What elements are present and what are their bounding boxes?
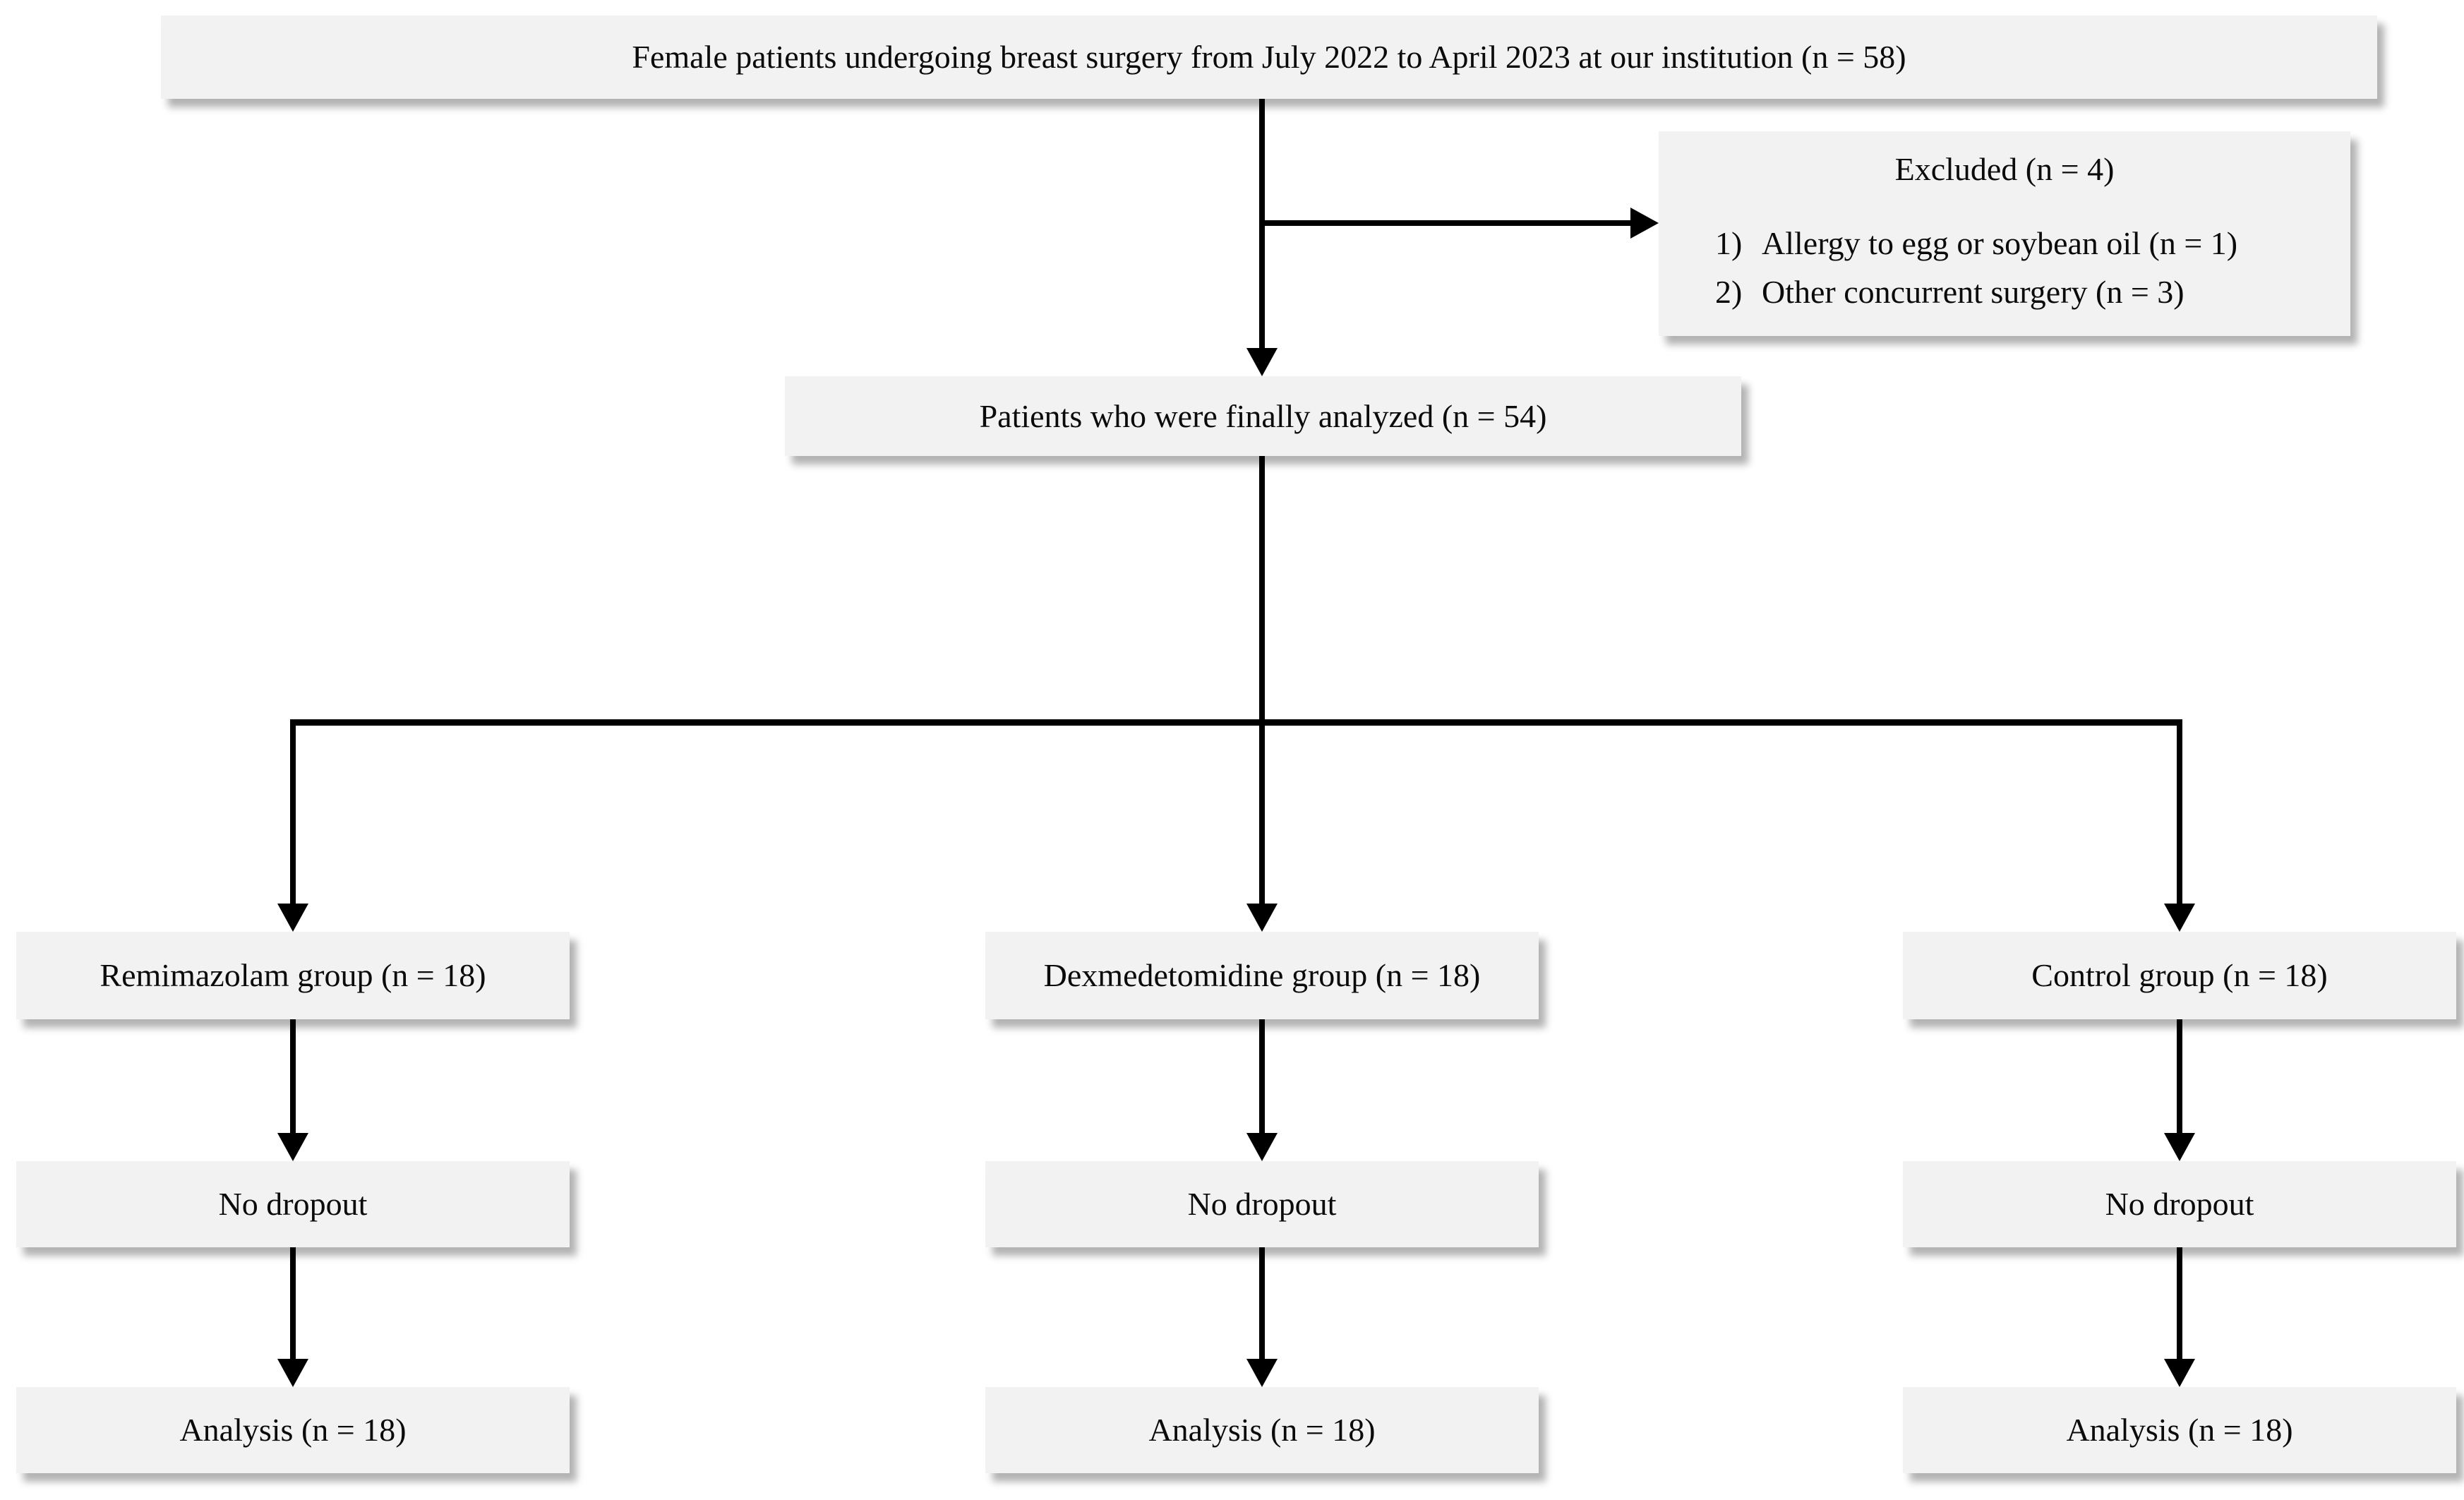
analyzed-label: Patients who were finally analyzed (n = … bbox=[979, 397, 1547, 434]
arrowhead-nodropout-left-icon bbox=[277, 1133, 308, 1161]
excluded-title: Excluded (n = 4) bbox=[1894, 151, 2115, 187]
arrowhead-nodropout-right-icon bbox=[2164, 1133, 2195, 1161]
arrowhead-dexmedetomidine-icon bbox=[1246, 904, 1278, 932]
group-label: Dexmedetomidine group (n = 18) bbox=[1043, 957, 1481, 994]
connector-to-excluded bbox=[1259, 220, 1633, 226]
excluded-item-number: 2) bbox=[1715, 274, 1743, 311]
analysis-label: Analysis (n = 18) bbox=[179, 1412, 407, 1448]
arrowhead-remimazolam-icon bbox=[277, 904, 308, 932]
connector-nodropout-analysis-right bbox=[2177, 1247, 2182, 1362]
branch-bar bbox=[290, 719, 2182, 726]
arrowhead-analyzed-icon bbox=[1246, 348, 1278, 376]
arrowhead-analysis-mid-icon bbox=[1246, 1359, 1278, 1387]
no-dropout-box-left: No dropout bbox=[16, 1161, 570, 1247]
connector-branch-remimazolam bbox=[290, 722, 296, 906]
excluded-item: 2) Other concurrent surgery (n = 3) bbox=[1715, 272, 2350, 311]
group-label: Control group (n = 18) bbox=[2031, 957, 2328, 994]
enrollment-box: Female patients undergoing breast surger… bbox=[161, 16, 2377, 99]
group-box-dexmedetomidine: Dexmedetomidine group (n = 18) bbox=[985, 932, 1539, 1019]
excluded-list: 1) Allergy to egg or soybean oil (n = 1)… bbox=[1659, 224, 2350, 311]
connector-nodropout-analysis-mid bbox=[1259, 1247, 1265, 1362]
excluded-item-text: Other concurrent surgery (n = 3) bbox=[1762, 274, 2184, 311]
analysis-box-left: Analysis (n = 18) bbox=[16, 1387, 570, 1473]
excluded-item-number: 1) bbox=[1715, 225, 1743, 262]
no-dropout-box-right: No dropout bbox=[1903, 1161, 2456, 1247]
arrowhead-control-icon bbox=[2164, 904, 2195, 932]
group-label: Remimazolam group (n = 18) bbox=[100, 957, 486, 994]
no-dropout-label: No dropout bbox=[1187, 1186, 1337, 1223]
connector-analyzed-branch bbox=[1259, 456, 1265, 726]
no-dropout-label: No dropout bbox=[218, 1186, 368, 1223]
no-dropout-label: No dropout bbox=[2105, 1186, 2254, 1223]
connector-nodropout-analysis-left bbox=[290, 1247, 296, 1362]
arrowhead-analysis-left-icon bbox=[277, 1359, 308, 1387]
analyzed-box: Patients who were finally analyzed (n = … bbox=[785, 376, 1741, 456]
group-box-control: Control group (n = 18) bbox=[1903, 932, 2456, 1019]
analysis-box-mid: Analysis (n = 18) bbox=[985, 1387, 1539, 1473]
arrowhead-excluded-icon bbox=[1630, 208, 1659, 239]
analysis-label: Analysis (n = 18) bbox=[2066, 1412, 2293, 1448]
connector-group-nodropout-mid bbox=[1259, 1019, 1265, 1136]
analysis-box-right: Analysis (n = 18) bbox=[1903, 1387, 2456, 1473]
group-box-remimazolam: Remimazolam group (n = 18) bbox=[16, 932, 570, 1019]
excluded-item-text: Allergy to egg or soybean oil (n = 1) bbox=[1762, 225, 2238, 262]
enrollment-label: Female patients undergoing breast surger… bbox=[632, 39, 1906, 76]
arrowhead-analysis-right-icon bbox=[2164, 1359, 2195, 1387]
excluded-item: 1) Allergy to egg or soybean oil (n = 1) bbox=[1715, 224, 2350, 263]
connector-group-nodropout-left bbox=[290, 1019, 296, 1136]
arrowhead-nodropout-mid-icon bbox=[1246, 1133, 1278, 1161]
connector-branch-control bbox=[2177, 722, 2182, 906]
excluded-box: Excluded (n = 4) 1) Allergy to egg or so… bbox=[1659, 131, 2350, 336]
connector-branch-dexmedetomidine bbox=[1259, 722, 1265, 906]
connector-group-nodropout-right bbox=[2177, 1019, 2182, 1136]
no-dropout-box-mid: No dropout bbox=[985, 1161, 1539, 1247]
analysis-label: Analysis (n = 18) bbox=[1148, 1412, 1376, 1448]
